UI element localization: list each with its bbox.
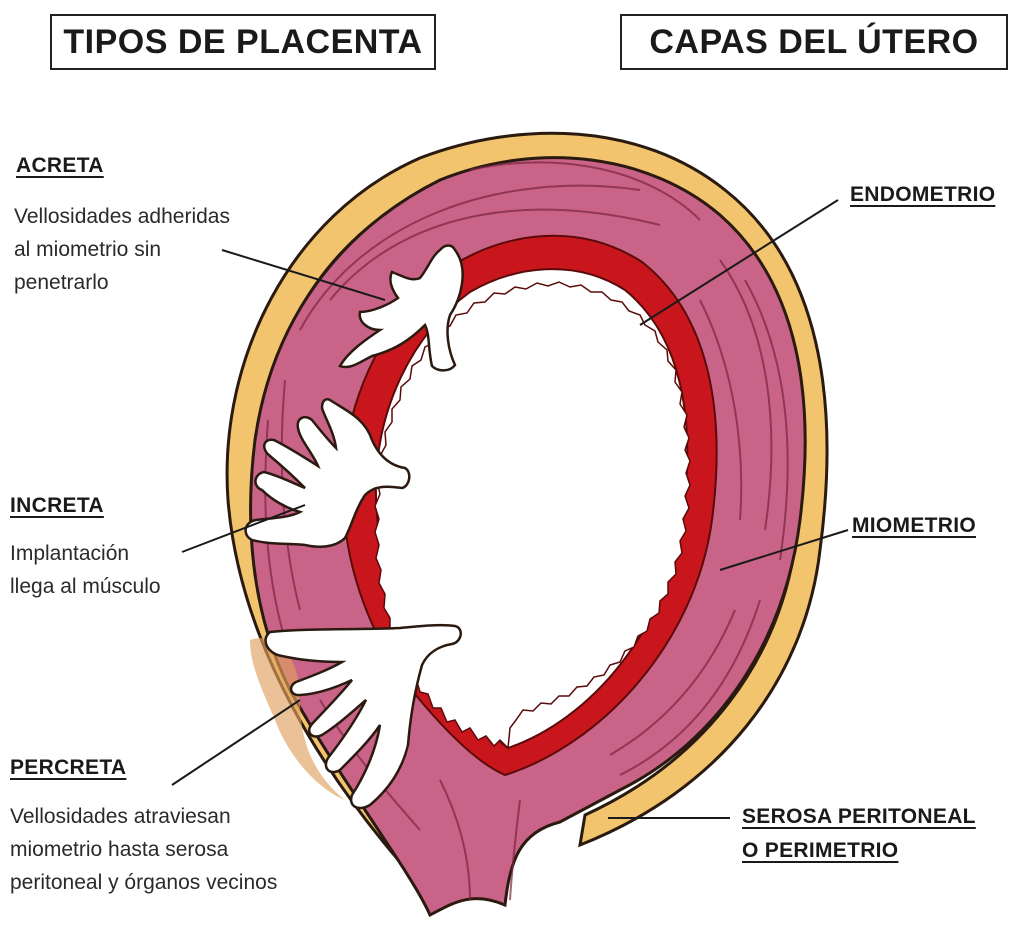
serosa-label-line: SEROSA PERITONEAL [742, 800, 976, 834]
endometrio-label: ENDOMETRIO [850, 178, 995, 212]
uterus-layers-title: CAPAS DEL ÚTERO [620, 14, 1008, 70]
serosa-label-line: O PERIMETRIO [742, 834, 976, 868]
acreta-description-line: al miometrio sin [14, 233, 230, 266]
percreta-description-line: peritoneal y órganos vecinos [10, 866, 277, 899]
acreta-description-line: Vellosidades adheridas [14, 200, 230, 233]
increta-description: Implantación llega al músculo [10, 537, 161, 603]
percreta-description: Vellosidades atraviesan miometrio hasta … [10, 800, 277, 899]
increta-description-line: Implantación [10, 537, 161, 570]
acreta-heading: ACRETA [16, 154, 104, 178]
increta-heading: INCRETA [10, 494, 104, 518]
placenta-types-title-text: TIPOS DE PLACENTA [63, 23, 422, 62]
percreta-description-line: Vellosidades atraviesan [10, 800, 277, 833]
increta-description-line: llega al músculo [10, 570, 161, 603]
endometrio-label-line: ENDOMETRIO [850, 178, 995, 212]
percreta-leader-line [172, 700, 300, 785]
miometrio-label-line: MIOMETRIO [852, 509, 976, 543]
serosa-label: SEROSA PERITONEAL O PERIMETRIO [742, 800, 976, 868]
uterus-layers-title-text: CAPAS DEL ÚTERO [649, 23, 978, 62]
percreta-heading: PERCRETA [10, 756, 126, 780]
miometrio-label: MIOMETRIO [852, 509, 976, 543]
percreta-description-line: miometrio hasta serosa [10, 833, 277, 866]
acreta-description-line: penetrarlo [14, 266, 230, 299]
acreta-description: Vellosidades adheridas al miometrio sin … [14, 200, 230, 299]
placenta-types-title: TIPOS DE PLACENTA [50, 14, 436, 70]
